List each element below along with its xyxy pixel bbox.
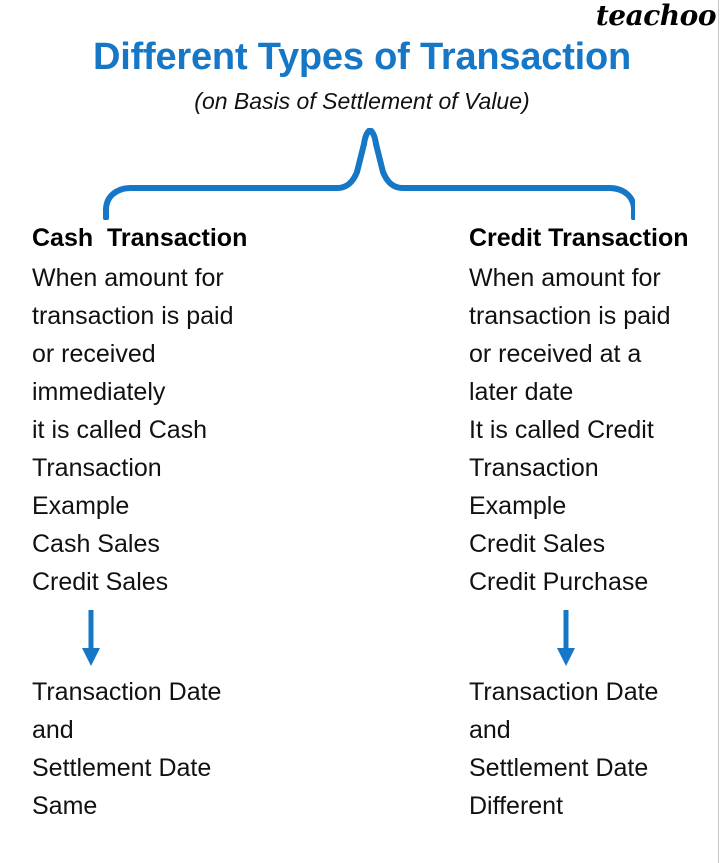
page-title: Different Types of Transaction — [92, 36, 632, 78]
upward-curly-brace-icon — [103, 127, 637, 221]
column-credit-transaction: Credit Transaction When amount for trans… — [469, 220, 719, 601]
text-line: or received at a — [469, 340, 642, 368]
text-line: immediately — [32, 378, 166, 406]
text-line: Transaction Date — [32, 678, 222, 706]
text-line: Credit Sales — [469, 530, 606, 558]
footer-credit-result: Transaction Date and Settlement Date Dif… — [469, 673, 724, 825]
column-heading-credit: Credit Transaction — [469, 224, 689, 252]
column-body-cash: When amount for transaction is paid or r… — [32, 259, 282, 601]
text-line: Cash Sales — [32, 530, 160, 558]
column-body-credit: When amount for transaction is paid or r… — [469, 259, 719, 601]
text-line: When amount for — [469, 264, 661, 292]
text-line: When amount for — [32, 264, 224, 292]
text-line: Example — [469, 492, 567, 520]
text-line: later date — [469, 378, 574, 406]
text-line: Different — [469, 792, 564, 820]
page-subtitle: (on Basis of Settlement of Value) — [194, 88, 530, 114]
page-edge-divider — [718, 0, 719, 863]
column-heading-cash: Cash Transaction — [32, 224, 248, 252]
text-line: Credit Sales — [32, 568, 169, 596]
down-arrow-icon — [82, 610, 100, 666]
column-cash-transaction: Cash Transaction When amount for transac… — [32, 220, 282, 601]
footer-cash-result: Transaction Date and Settlement Date Sam… — [32, 673, 292, 825]
text-line: Example — [32, 492, 130, 520]
text-line: transaction is paid — [32, 302, 234, 330]
arrow-cash-to-result — [78, 608, 104, 675]
brace-connector — [95, 127, 637, 225]
text-line: and — [469, 716, 511, 744]
text-line: it is called Cash — [32, 416, 208, 444]
teachoo-logo: teachoo — [595, 0, 717, 32]
text-line: It is called Credit — [469, 416, 654, 444]
arrow-credit-to-result — [553, 608, 579, 675]
text-line: Transaction Date — [469, 678, 659, 706]
text-line: Same — [32, 792, 98, 820]
text-line: Credit Purchase — [469, 568, 649, 596]
text-line: Settlement Date — [469, 754, 649, 782]
text-line: Settlement Date — [32, 754, 212, 782]
text-line: Transaction — [469, 454, 599, 482]
down-arrow-icon — [557, 610, 575, 666]
text-line: transaction is paid — [469, 302, 671, 330]
text-line: and — [32, 716, 74, 744]
text-line: or received — [32, 340, 156, 368]
text-line: Transaction — [32, 454, 162, 482]
